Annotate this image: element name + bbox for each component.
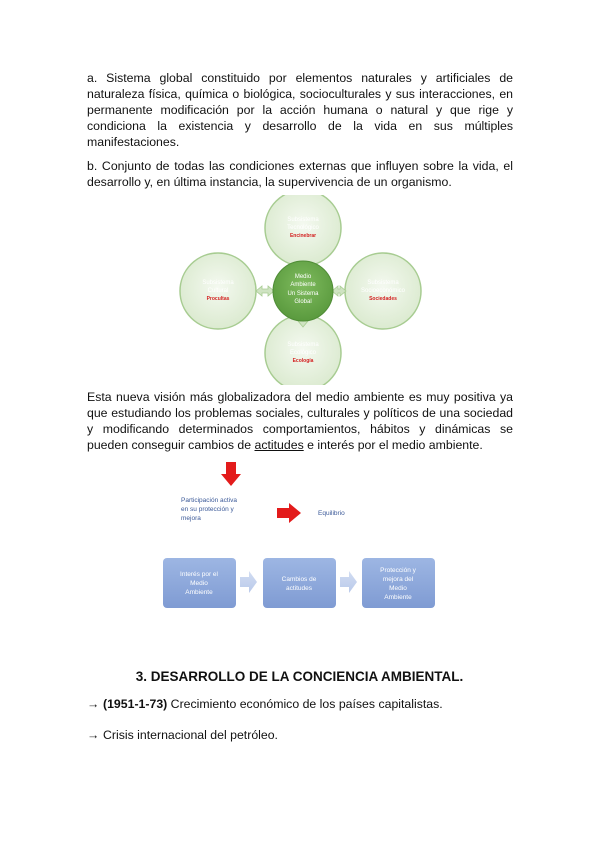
subsystem-right-node: Subsistema Socioeconómico Sociedades: [344, 252, 422, 330]
center-line4: Global: [294, 299, 311, 305]
participation-line3: mejora: [181, 515, 201, 522]
subsystem-top-node: Subsistema Tecnológico Encinebrar: [264, 195, 342, 267]
section-heading: 3. DESARROLLO DE LA CONCIENCIA AMBIENTAL…: [135, 669, 464, 684]
box-protection-line1: Protección y: [380, 567, 417, 574]
participation-line1: Participación activa: [181, 497, 237, 504]
subsystem-right-line1: Subsistema: [367, 280, 399, 286]
red-right-arrow: [277, 503, 301, 523]
box-protection-line2: mejora del: [383, 576, 414, 583]
bullet-item-2: →Crisis internacional del petróleo.: [87, 727, 278, 743]
subsystem-left-node: Subsistema Cultural Procultas: [179, 252, 257, 330]
bullet-arrow-icon: →: [87, 728, 100, 742]
bullet-arrow-icon: →: [87, 697, 100, 711]
subsystem-right-sub: Sociedades: [369, 296, 397, 302]
box-protection-line3: Medio: [389, 585, 407, 592]
red-down-arrow: [221, 462, 241, 486]
bullet-1-date: (1951-1-73): [103, 697, 168, 711]
subsystem-top-line1: Subsistema: [287, 217, 319, 223]
subsystem-top-sub: Encinebrar: [290, 233, 316, 239]
equilibrium-label: Equilibrio: [318, 510, 345, 517]
center-line1: Medio: [295, 274, 312, 280]
box-attitudes-line2: actitudes: [286, 585, 313, 592]
subsystem-right-line2: Socioeconómico: [361, 288, 406, 294]
subsystem-left-sub: Procultas: [207, 296, 230, 302]
box-interest-line1: Interés por el: [180, 571, 218, 578]
center-line3: Un Sistema: [287, 291, 319, 297]
vision-paragraph: Esta nueva visión más globalizadora del …: [87, 389, 513, 453]
process-diagram: Participación activa en su protección y …: [163, 462, 435, 608]
participation-line2: en su protección y: [181, 506, 235, 513]
vision-text-underlined: actitudes: [254, 438, 304, 452]
subsystems-diagram: Subsistema Tecnológico Encinebrar Subsis…: [179, 195, 422, 385]
subsystem-bottom-sub: Ecología: [293, 358, 314, 364]
bullet-1-text: Crecimiento económico de los países capi…: [167, 697, 443, 711]
subsystem-left-line1: Subsistema: [202, 280, 234, 286]
bullet-2-text: Crisis internacional del petróleo.: [103, 728, 278, 742]
bullet-item-1: →(1951-1-73) Crecimiento económico de lo…: [87, 696, 443, 712]
chevron-arrow-1: [240, 571, 257, 593]
definition-b-paragraph: b. Conjunto de todas las condiciones ext…: [87, 159, 513, 189]
box-attitudes-line1: Cambios de: [282, 576, 317, 583]
definition-a-paragraph: a. Sistema global constituido por elemen…: [87, 71, 513, 149]
subsystem-left-line2: Cultural: [208, 288, 229, 294]
box-interest: Interés por el Medio Ambiente: [163, 558, 236, 608]
box-interest-line2: Medio: [190, 580, 208, 587]
box-protection: Protección y mejora del Medio Ambiente: [362, 558, 435, 608]
box-interest-line3: Ambiente: [185, 589, 213, 596]
chevron-arrow-2: [340, 571, 357, 593]
center-line2: Ambiente: [290, 282, 316, 288]
center-node: Medio Ambiente Un Sistema Global: [272, 260, 334, 322]
box-attitudes: Cambios de actitudes: [263, 558, 336, 608]
subsystem-bottom-line1: Subsistema: [287, 342, 319, 348]
vision-text-after: e interés por el medio ambiente.: [303, 438, 483, 452]
vision-text-before: Esta nueva visión más globalizadora del …: [87, 390, 513, 452]
box-protection-line4: Ambiente: [384, 594, 412, 601]
subsystem-top-line2: Tecnológico: [287, 225, 319, 231]
subsystem-bottom-line2: Ecológico: [290, 350, 317, 356]
